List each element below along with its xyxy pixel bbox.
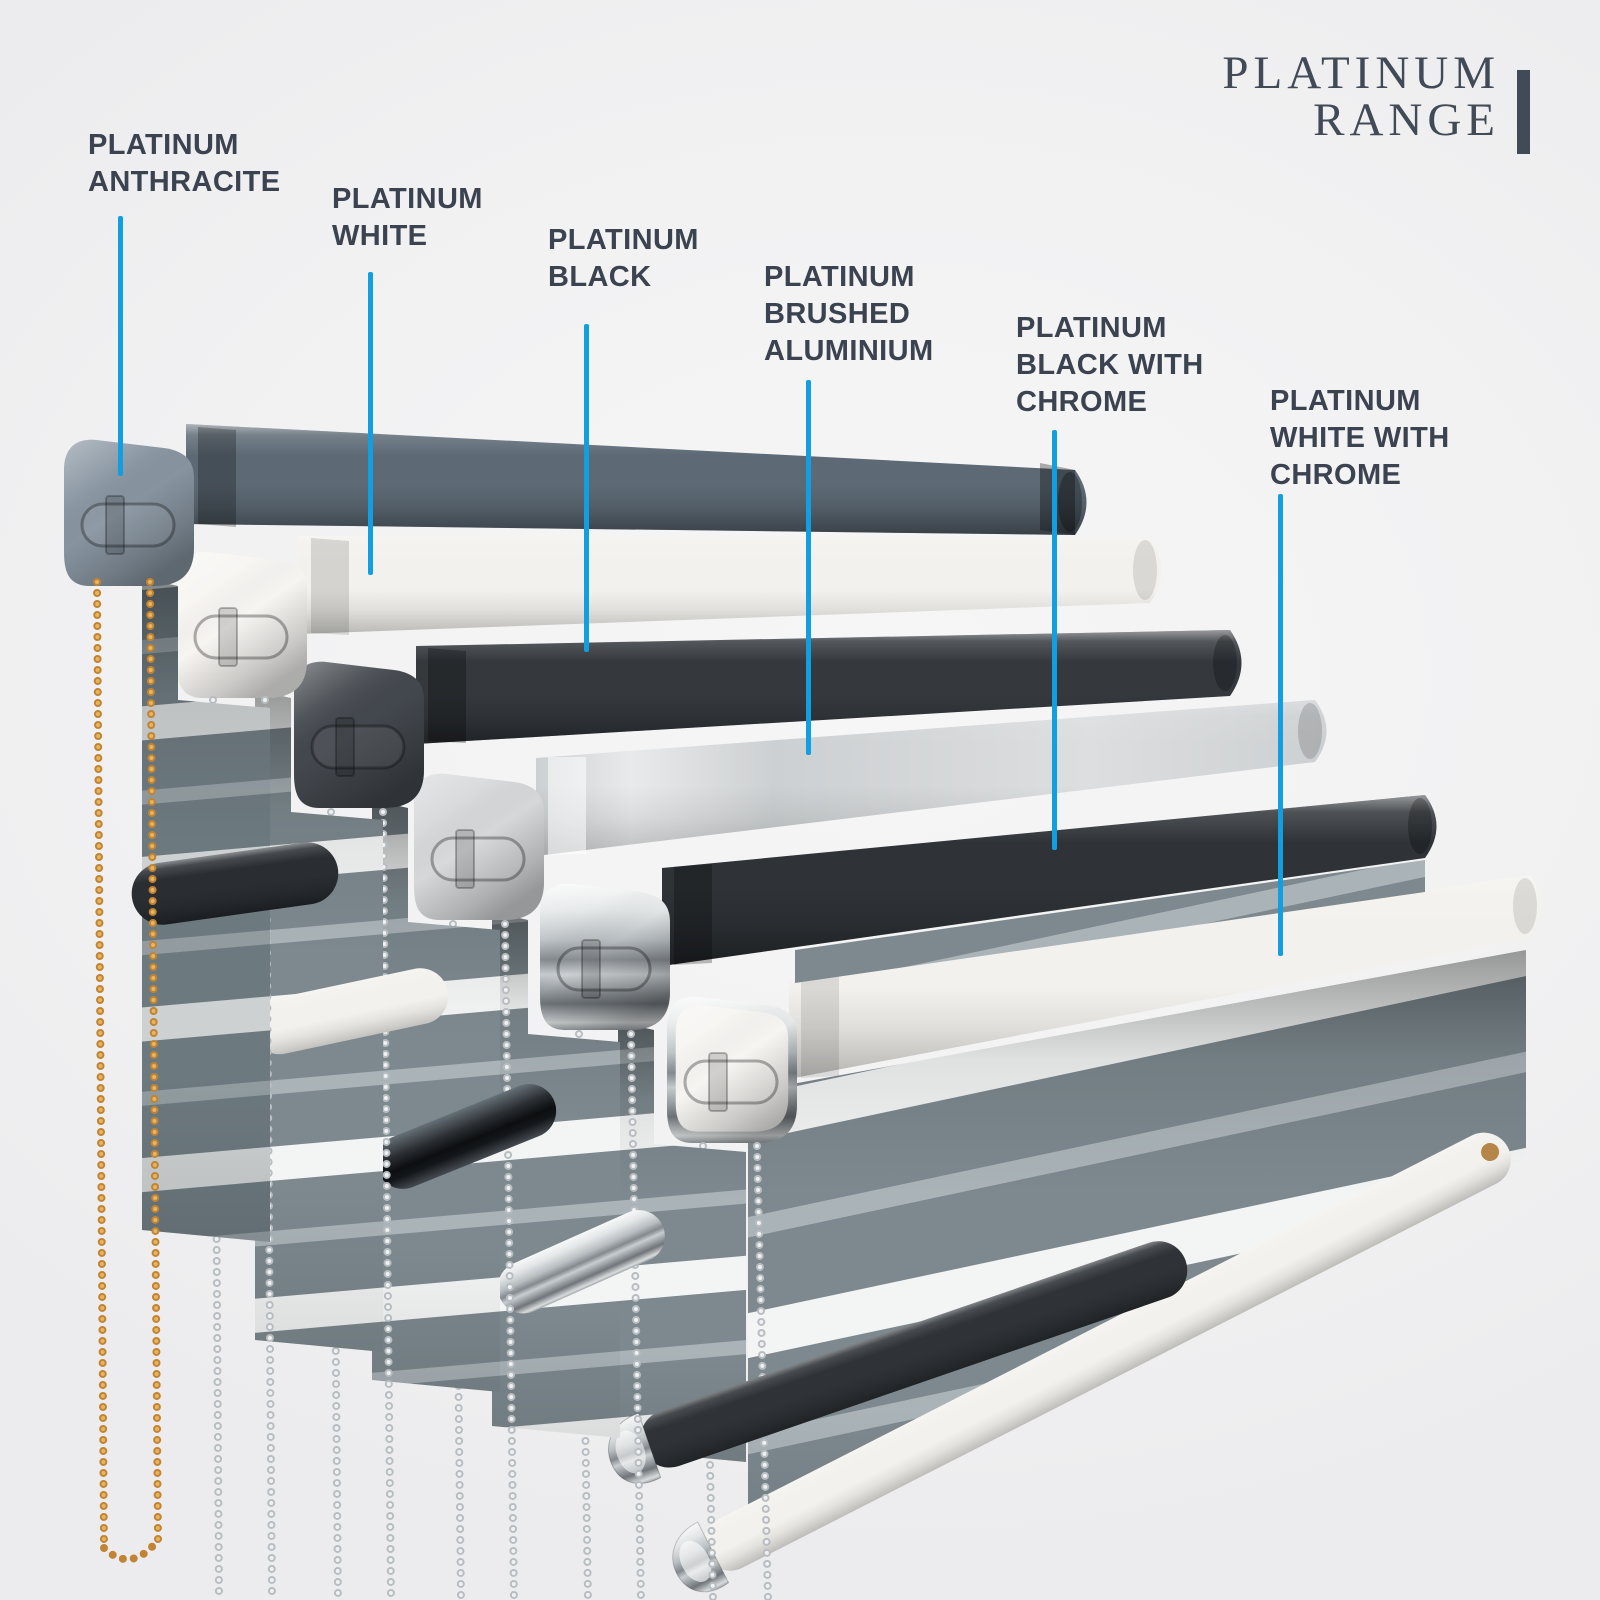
bottom-bar [659,1132,1511,1600]
brand-logo: PLATINUM RANGE [1222,50,1500,144]
bottom-bar [251,968,449,1055]
blind-platinum-anthracite [64,424,1087,1564]
product-label-black: PLATINUM BLACK [548,224,699,293]
leader-line-black [584,324,589,652]
blind-platinum-black-with-chrome [540,795,1437,1600]
blind-platinum-white-with-chrome [659,875,1542,1600]
leader-line-white [368,272,373,575]
product-label-white-with-chrome: PLATINUM WHITE WITH CHROME [1270,385,1450,491]
product-label-black-with-chrome: PLATINUM BLACK WITH CHROME [1016,312,1204,418]
product-label-brushed-aluminium: PLATINUM BRUSHED ALUMINIUM [764,261,934,367]
product-label-anthracite: PLATINUM ANTHRACITE [88,129,281,198]
logo-line-2: RANGE [1313,94,1500,146]
leader-line-brushed-aluminium [806,380,811,755]
logo-line-1: PLATINUM [1222,47,1500,99]
leader-line-white-with-chrome [1278,494,1283,956]
bottom-bar [497,1210,665,1314]
blind-platinum-brushed-aluminium [414,700,1327,1600]
logo-bar-icon [1517,70,1530,154]
bottom-bar [131,842,339,925]
leader-line-anthracite [118,216,123,476]
bottom-bar [376,1083,557,1189]
blind-platinum-white [177,536,1162,1600]
blind-platinum-black [294,630,1242,1600]
product-label-white: PLATINUM WHITE [332,183,483,252]
bead-chain [93,578,162,1564]
leader-line-black-with-chrome [1052,430,1057,850]
